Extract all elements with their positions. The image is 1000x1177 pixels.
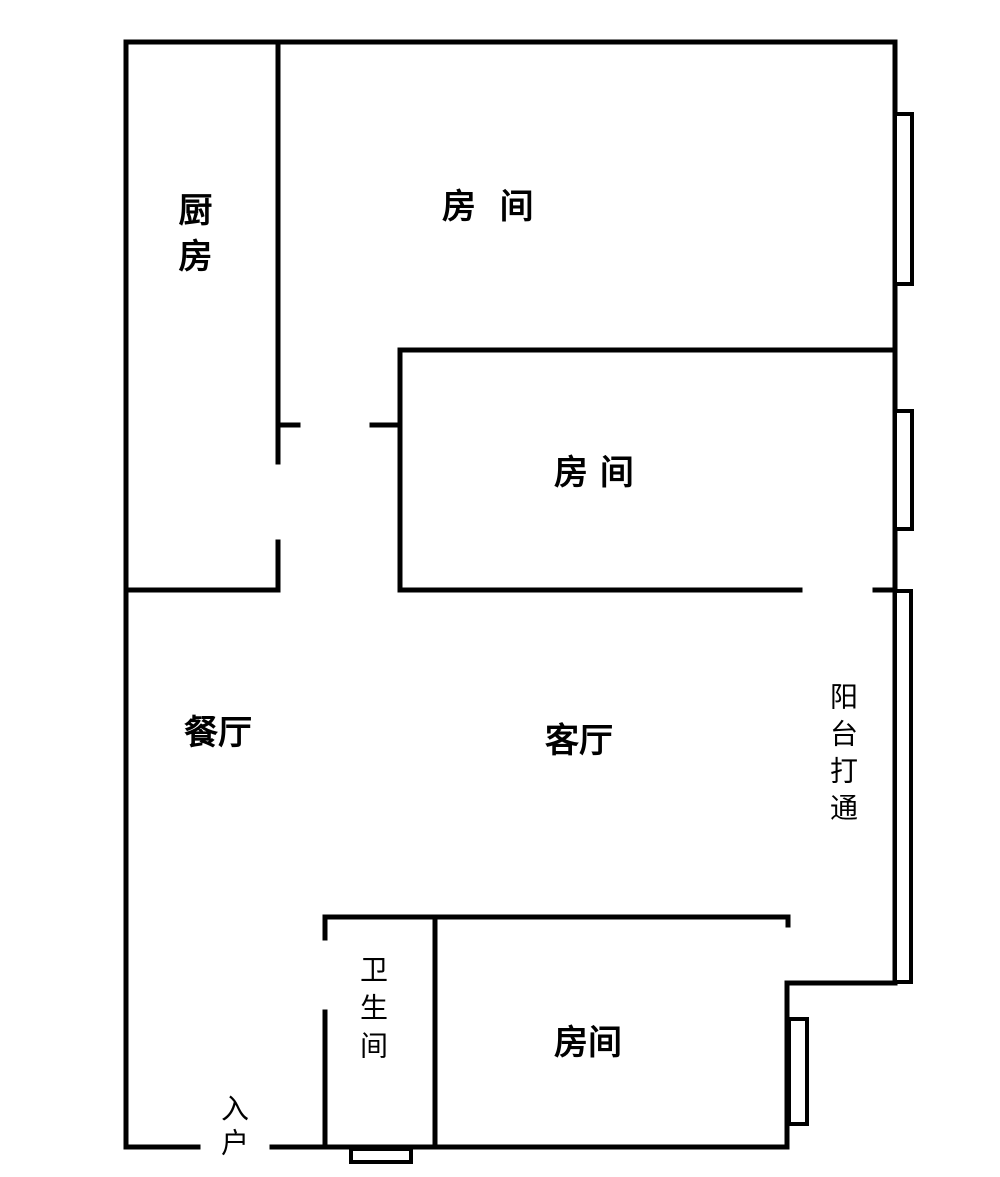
label-bedroom-bottom: 房间 xyxy=(554,1023,622,1063)
label-living: 客厅 xyxy=(545,721,613,761)
label-entrance: 入户 xyxy=(217,1094,250,1162)
label-bedroom-top: 房 间 xyxy=(442,187,534,227)
window-balcony xyxy=(893,589,913,984)
label-balcony: 阳台打通 xyxy=(826,682,859,830)
window-room1 xyxy=(893,112,914,286)
window-room2 xyxy=(893,409,914,531)
label-bathroom: 卫生间 xyxy=(356,955,389,1069)
window-bathroom xyxy=(349,1147,413,1164)
label-kitchen: 厨房 xyxy=(172,192,212,284)
window-room3 xyxy=(787,1017,809,1126)
label-dining: 餐厅 xyxy=(184,713,252,753)
label-bedroom-middle: 房 间 xyxy=(554,453,634,493)
